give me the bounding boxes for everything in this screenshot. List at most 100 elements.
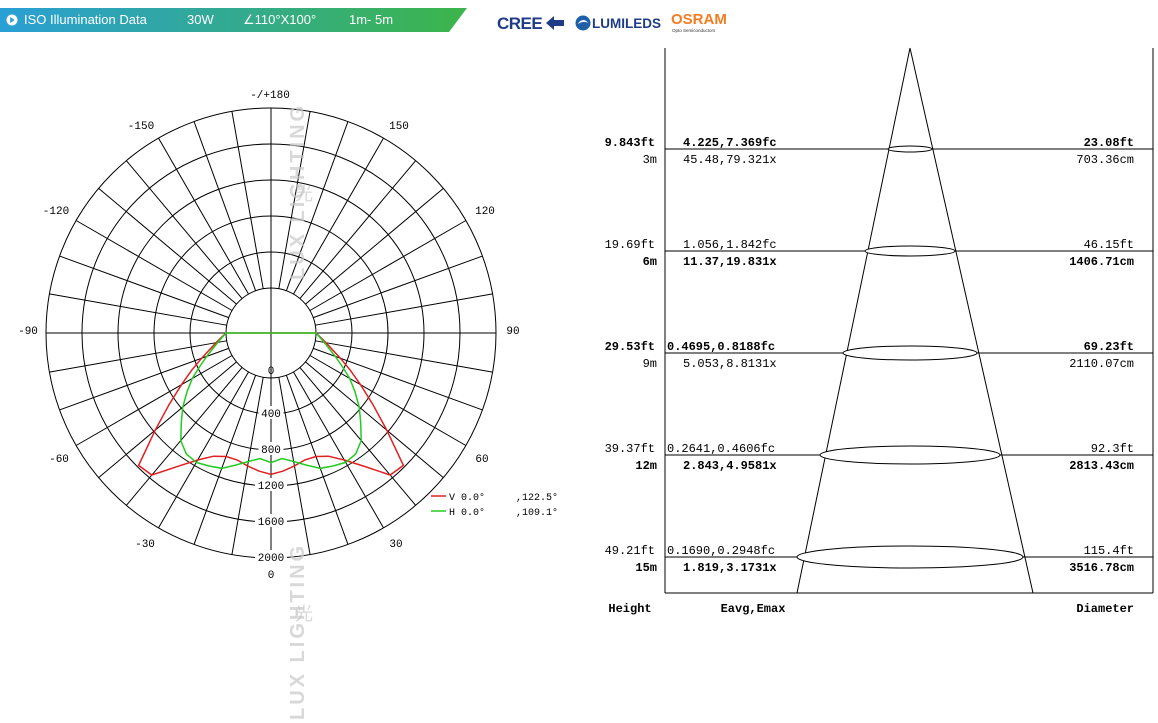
legend-series-stat: ,109.1° xyxy=(516,507,558,519)
polar-grid-spoke xyxy=(59,255,229,319)
cone-height-ft: 49.21ft xyxy=(605,544,655,558)
polar-series-curve-1 xyxy=(180,332,362,470)
polar-radial-label: 1200 xyxy=(258,481,284,493)
polar-angle-label: 0 xyxy=(268,570,275,582)
polar-radial-label: 800 xyxy=(261,445,281,457)
cone-height-ft: 39.37ft xyxy=(605,442,655,456)
polar-legend: V 0.0° ,122.5° H 0.0° ,109.1° xyxy=(431,492,558,519)
polar-grid-spoke xyxy=(309,355,467,446)
cone-left-edge xyxy=(796,47,911,594)
polar-grid-spoke xyxy=(313,347,483,411)
polar-radial-label-bg xyxy=(258,442,284,455)
polar-radial-label: 400 xyxy=(261,409,281,421)
polar-grid-spoke xyxy=(305,187,444,305)
banner-background xyxy=(0,8,467,32)
header-bar: ISO Illumination Data 30W ∠110°X100° 1m-… xyxy=(0,0,1158,40)
legend-series-name: H 0.0° xyxy=(449,507,485,519)
cone-diameter-ft: 115.4ft xyxy=(1084,544,1134,558)
cone-eavg-emax-lx: 1.819,3.1731x xyxy=(683,561,777,575)
polar-angle-label: 150 xyxy=(389,121,409,133)
polar-radial-label-bg xyxy=(258,406,284,419)
polar-curves xyxy=(137,332,405,476)
cone-eavg-emax-fc: 1.056,1.842fc xyxy=(683,238,777,252)
polar-grid-spoke xyxy=(75,220,233,311)
cone-eavg-emax-lx: 2.843,4.9581x xyxy=(683,459,777,473)
cone-rows: 9.843ft3m4.225,7.369fc45.48,79.321x23.08… xyxy=(605,136,1153,575)
cone-diameter-ft: 69.23ft xyxy=(1084,340,1134,354)
cone-right-edge xyxy=(909,47,1034,594)
polar-angle-label: 30 xyxy=(389,539,402,551)
polar-grid-spoke xyxy=(285,121,349,291)
polar-grid-spoke xyxy=(285,375,349,545)
cone-row: 19.69ft6m1.056,1.842fc11.37,19.831x46.15… xyxy=(605,238,1153,269)
polar-radial-label: 0 xyxy=(268,366,275,378)
cone-diameter-cm: 1406.71cm xyxy=(1069,255,1134,269)
watermark-glyph-2: 光 xyxy=(295,604,313,625)
polar-grid-spoke xyxy=(278,111,311,289)
lumileds-logo: LUMILEDS xyxy=(592,16,661,31)
polar-angle-label: -30 xyxy=(135,539,155,551)
polar-angle-label: -150 xyxy=(128,121,154,133)
banner-beam-angle: ∠110°X100° xyxy=(243,12,317,27)
polar-grid-spoke xyxy=(158,137,249,295)
polar-grid-spoke xyxy=(98,361,237,479)
illuminance-cone-diagram: 9.843ft3m4.225,7.369fc45.48,79.321x23.08… xyxy=(605,47,1154,616)
polar-grid-spoke xyxy=(49,340,227,373)
cone-height-ft: 9.843ft xyxy=(605,136,655,150)
osram-logo: OSRAM xyxy=(671,11,727,28)
legend-series-stat: ,122.5° xyxy=(516,492,558,504)
polar-grid-spoke xyxy=(293,137,384,295)
cone-beam-ellipse xyxy=(887,145,933,153)
polar-grid-spoke xyxy=(125,367,243,506)
banner-title: ISO Illumination Data xyxy=(24,12,147,27)
polar-angle-label: 90 xyxy=(506,326,519,338)
polar-grid-spoke xyxy=(59,347,229,411)
cone-height-ft: 19.69ft xyxy=(605,238,655,252)
cone-height-m: 9m xyxy=(643,357,657,371)
cone-beam-ellipse xyxy=(796,545,1024,569)
cone-row: 39.37ft 12m 0.2641,0.4606fc 2.843,4.9581x 92… xyxy=(605,442,1153,473)
cone-eavg-emax-fc: 0.2641,0.4606fc xyxy=(667,442,775,456)
cone-row: 9.843ft3m4.225,7.369fc45.48,79.321x23.08… xyxy=(605,136,1153,167)
cone-row: 29.53ft 9m 0.4695,0.8188fc 5.053,8.8131x 69.… xyxy=(605,340,1153,371)
polar-grid-spoke xyxy=(231,111,264,289)
cone-eavg-emax-fc: 0.1690,0.2948fc xyxy=(667,544,775,558)
polar-grid-spoke xyxy=(193,121,257,291)
cone-eavg-emax-lx: 5.053,8.8131x xyxy=(683,357,777,371)
polar-radial-label-bg xyxy=(255,514,287,527)
cone-eavg-emax-fc: 4.225,7.369fc xyxy=(683,136,777,150)
legend-series-name: V 0.0° xyxy=(449,492,485,504)
watermark-glyph: 光 xyxy=(295,184,313,205)
polar-grid-spoke xyxy=(293,371,384,529)
cone-diameter-cm: 3516.78cm xyxy=(1069,561,1134,575)
cone-footer-height: Height xyxy=(608,602,651,616)
cone-diameter-cm: 2813.43cm xyxy=(1069,459,1134,473)
polar-series-curve-0 xyxy=(137,332,405,476)
polar-angle-label: -60 xyxy=(49,454,69,466)
polar-angle-label: -/+180 xyxy=(250,90,290,102)
cone-eavg-emax-fc: 0.4695,0.8188fc xyxy=(667,340,775,354)
polar-grid-spoke xyxy=(305,361,444,479)
polar-angle-label: -90 xyxy=(18,326,38,338)
cone-diameter-cm: 703.36cm xyxy=(1076,153,1134,167)
cree-logo: CREE xyxy=(497,14,543,33)
cone-height-m: 12m xyxy=(635,459,657,473)
polar-grid-spoke xyxy=(299,367,417,506)
osram-subtitle: Opto Semiconductors xyxy=(672,28,716,33)
polar-radial-label-bg xyxy=(255,550,287,563)
cone-diameter-cm: 2110.07cm xyxy=(1069,357,1134,371)
cone-height-ft: 29.53ft xyxy=(605,340,655,354)
cone-diameter-ft: 23.08ft xyxy=(1084,136,1134,150)
polar-radial-label-bg xyxy=(255,478,287,491)
polar-grid-spoke xyxy=(158,371,249,529)
cone-beam-ellipse xyxy=(864,245,956,257)
cone-height-m: 15m xyxy=(635,561,657,575)
polar-grid-spoke xyxy=(315,340,493,373)
polar-grid-spoke xyxy=(98,187,237,305)
cone-diameter-ft: 92.3ft xyxy=(1091,442,1134,456)
polar-radial-label: 1600 xyxy=(258,517,284,529)
cone-frame xyxy=(664,47,1154,594)
cone-footer-eavg: Eavg,Emax xyxy=(721,602,786,616)
cone-eavg-emax-lx: 45.48,79.321x xyxy=(683,153,777,167)
